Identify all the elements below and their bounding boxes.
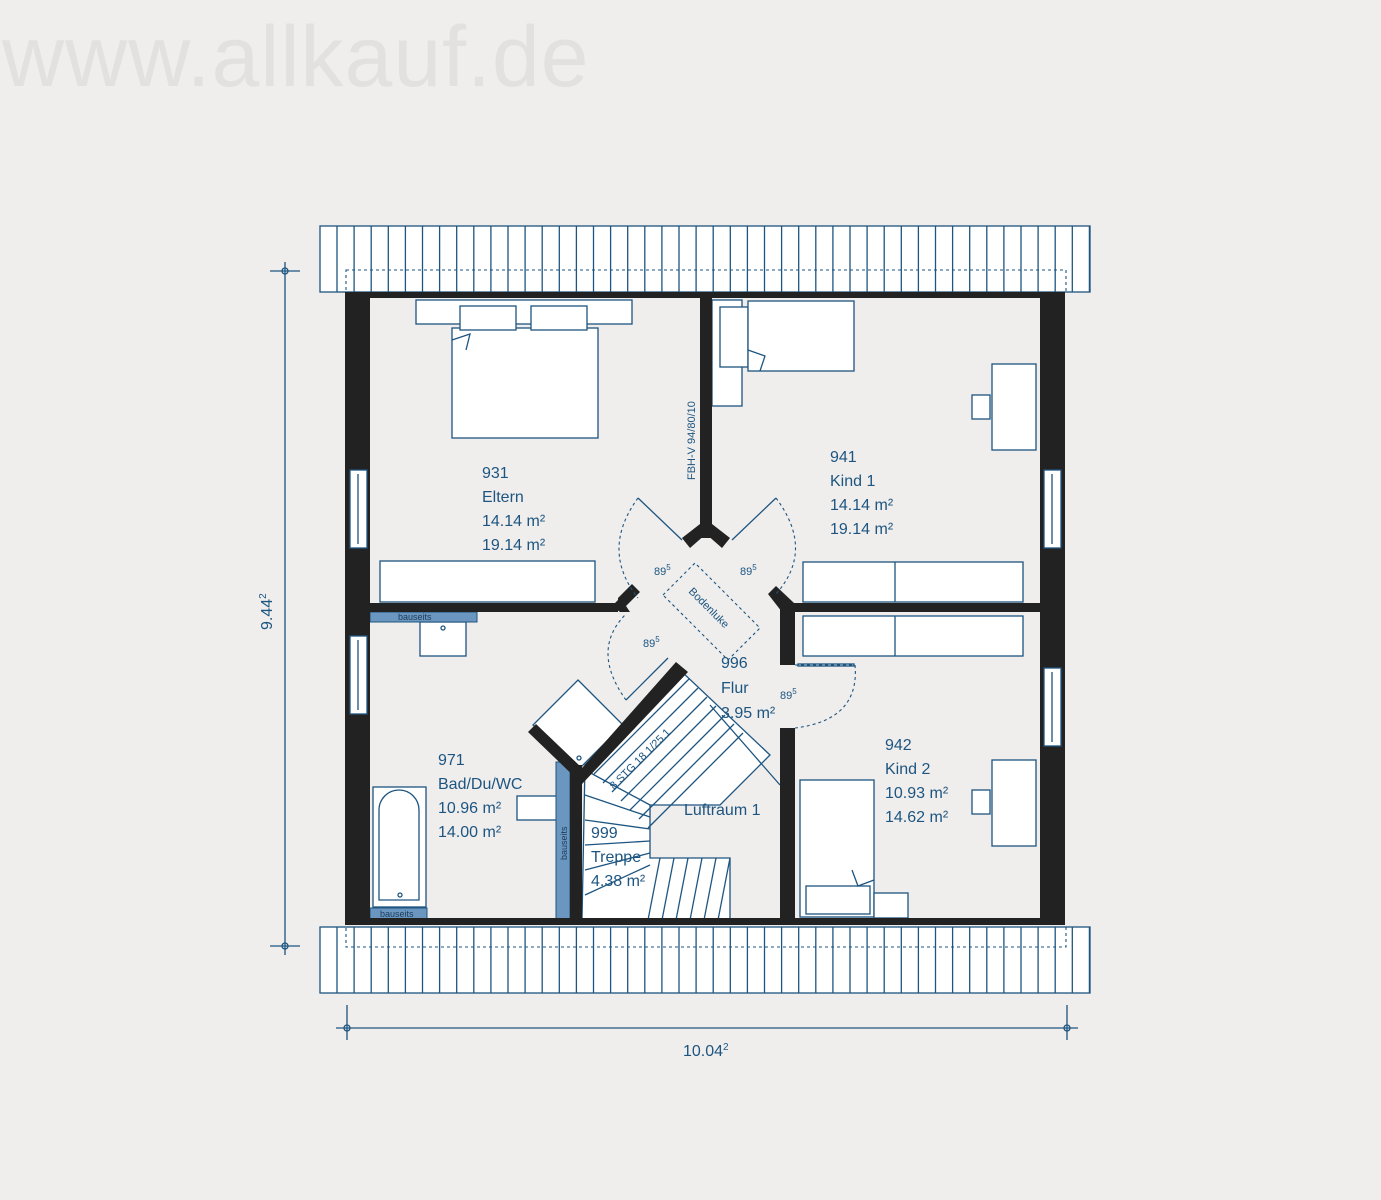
svg-text:Kind 2: Kind 2 bbox=[885, 761, 930, 778]
line bbox=[717, 857, 731, 921]
svg-text:14.00 m²: 14.00 m² bbox=[438, 824, 502, 841]
room-996: 996 Flur 3.95 m² bbox=[721, 655, 776, 722]
walls bbox=[345, 292, 1065, 925]
bauseits-wall: bauseits bbox=[555, 761, 571, 921]
line bbox=[638, 723, 735, 820]
desk-kind1 bbox=[971, 363, 1037, 451]
line bbox=[661, 857, 675, 921]
wardrobe-kind2 bbox=[802, 615, 1024, 657]
line bbox=[602, 687, 699, 784]
svg-text:895: 895 bbox=[780, 687, 797, 702]
line bbox=[584, 769, 651, 806]
svg-text:3.95 m²: 3.95 m² bbox=[721, 705, 776, 722]
line bbox=[584, 864, 651, 896]
room-999: 999 Treppe 4.38 m² bbox=[591, 825, 646, 890]
svg-text:bauseits: bauseits bbox=[398, 612, 432, 622]
svg-text:Treppe: Treppe bbox=[591, 849, 641, 866]
svg-text:10.93 m²: 10.93 m² bbox=[885, 785, 949, 802]
line bbox=[611, 696, 708, 793]
dimension-height: 9.442 bbox=[258, 262, 300, 955]
svg-text:Kind 1: Kind 1 bbox=[830, 473, 875, 490]
line bbox=[584, 794, 651, 818]
wardrobe-kind1 bbox=[802, 561, 1024, 603]
svg-text:Flur: Flur bbox=[721, 680, 749, 697]
line bbox=[584, 840, 651, 846]
bed-kind2 bbox=[799, 779, 909, 919]
bauseits-top: bauseits bbox=[369, 611, 478, 623]
svg-text:931: 931 bbox=[482, 465, 509, 482]
svg-text:19.14 m²: 19.14 m² bbox=[482, 537, 546, 554]
window-spec: FBH-V 94/80/10 bbox=[686, 401, 698, 480]
svg-text:996: 996 bbox=[721, 655, 748, 672]
room-942: 942 Kind 2 10.93 m² 14.62 m² bbox=[885, 737, 949, 826]
desk-kind2 bbox=[971, 759, 1037, 847]
svg-text:941: 941 bbox=[830, 449, 857, 466]
svg-text:895: 895 bbox=[654, 563, 671, 578]
svg-text:14.14 m²: 14.14 m² bbox=[830, 497, 894, 514]
room-941: 941 Kind 1 14.14 m² 19.14 m² bbox=[830, 449, 894, 538]
svg-text:bauseits: bauseits bbox=[380, 909, 414, 919]
svg-text:10.042: 10.042 bbox=[683, 1042, 729, 1060]
svg-text:9.442: 9.442 bbox=[258, 593, 276, 630]
doors bbox=[607, 497, 856, 729]
windows bbox=[349, 469, 1062, 747]
svg-text:19.14 m²: 19.14 m² bbox=[830, 521, 894, 538]
svg-text:14.62 m²: 14.62 m² bbox=[885, 809, 949, 826]
svg-text:4.38 m²: 4.38 m² bbox=[591, 873, 646, 890]
line bbox=[689, 857, 703, 921]
svg-text:bauseits: bauseits bbox=[559, 826, 569, 860]
line bbox=[620, 705, 717, 802]
room-971: 971 Bad/Du/WC 10.96 m² 14.00 m² bbox=[438, 752, 522, 841]
line bbox=[629, 714, 726, 811]
svg-text:895: 895 bbox=[643, 635, 660, 650]
line bbox=[703, 857, 717, 921]
line bbox=[647, 857, 661, 921]
line bbox=[675, 857, 689, 921]
bed-double bbox=[415, 299, 633, 439]
room-931: 931 Eltern 14.14 m² 19.14 m² bbox=[482, 465, 546, 554]
line bbox=[584, 819, 651, 830]
bed-kind1 bbox=[711, 299, 855, 407]
svg-text:10.96 m²: 10.96 m² bbox=[438, 800, 502, 817]
svg-text:999: 999 bbox=[591, 825, 618, 842]
svg-text:14.14 m²: 14.14 m² bbox=[482, 513, 546, 530]
wardrobe-eltern bbox=[379, 560, 596, 603]
watermark: www.allkauf.de bbox=[2, 9, 590, 105]
svg-text:895: 895 bbox=[740, 563, 757, 578]
roof-top bbox=[319, 225, 1091, 293]
svg-text:971: 971 bbox=[438, 752, 465, 769]
svg-text:Eltern: Eltern bbox=[482, 489, 524, 506]
washbasin bbox=[419, 621, 467, 657]
line bbox=[584, 852, 651, 871]
room-luftraum: Luftraum 1 bbox=[684, 802, 761, 819]
line bbox=[593, 678, 690, 775]
toilet bbox=[516, 795, 558, 821]
dimension-width: 10.042 bbox=[336, 1005, 1078, 1060]
line bbox=[647, 732, 744, 829]
roof-bottom bbox=[319, 926, 1091, 994]
svg-text:942: 942 bbox=[885, 737, 912, 754]
svg-text:Bad/Du/WC: Bad/Du/WC bbox=[438, 776, 522, 793]
door-widths: 895 895 895 895 bbox=[643, 563, 797, 702]
bathtub bbox=[372, 786, 427, 908]
